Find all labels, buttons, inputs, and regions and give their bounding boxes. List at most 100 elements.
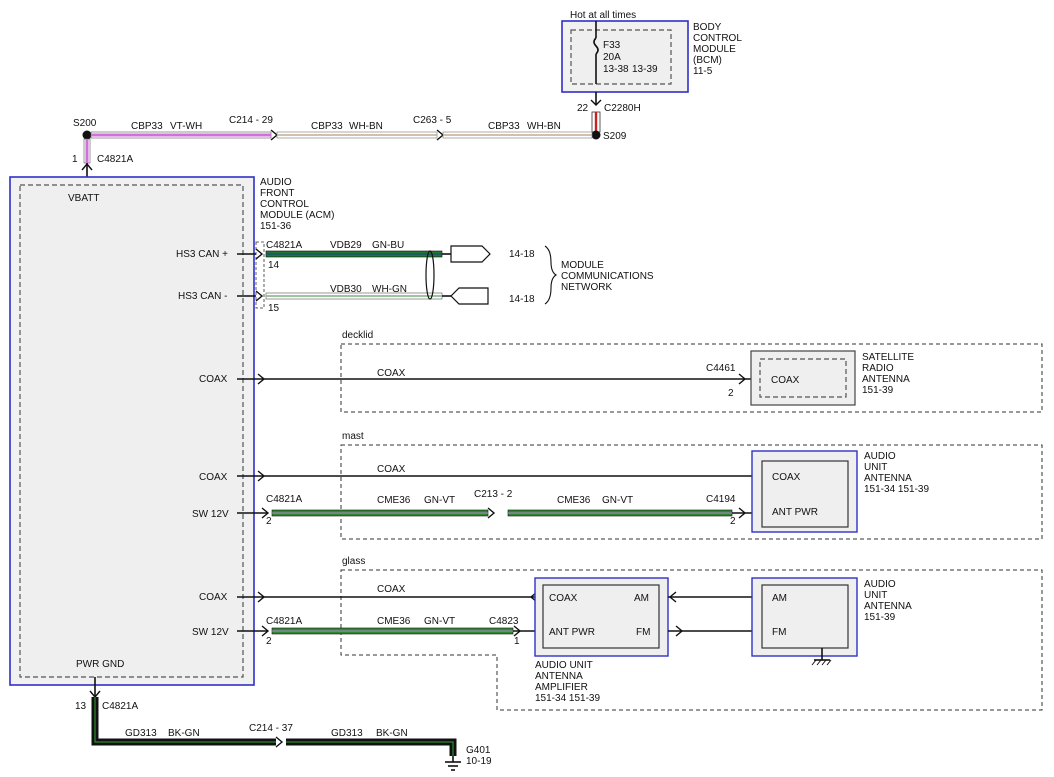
wire-gd313-2-body — [286, 738, 457, 756]
top-conn2: C263 - 5 — [413, 115, 452, 126]
acm-name-2: FRONT — [260, 188, 294, 199]
glass-zone: glass COAX C4821A 2 CME36 GN-VT C4823 1 … — [237, 556, 1043, 711]
mast-pin-right: 2 — [730, 516, 736, 527]
top-seg1-circuit: CBP33 — [131, 121, 163, 132]
top-seg2-circuit: CBP33 — [311, 121, 343, 132]
decklid-acm-arrow — [257, 373, 266, 385]
glass-pin-left: 2 — [266, 636, 272, 647]
glass-circuit: CME36 — [377, 616, 411, 627]
mast-inline-connector: C213 - 2 — [474, 489, 513, 500]
decklid-zone-label: decklid — [342, 330, 373, 341]
top-seg2-color: WH-BN — [349, 121, 383, 132]
top-seg1-color: VT-WH — [170, 121, 202, 132]
bcm-name-1: BODY — [693, 22, 722, 33]
fuse-icon — [593, 37, 599, 55]
splice-s209-label: S209 — [603, 131, 627, 142]
can-plus-circuit: VDB29 — [330, 240, 362, 251]
ground-inline-connector: C214 - 37 — [249, 723, 293, 734]
splice-s209 — [591, 130, 601, 140]
acm-name-4: MODULE (ACM) — [260, 210, 334, 221]
amplifier-name-2: ANTENNA — [535, 671, 583, 682]
glass-antenna-inner — [761, 584, 849, 649]
ground-g401-icon — [445, 756, 461, 771]
can-connector: C4821A — [266, 240, 302, 251]
acm-pin-sw12v-2: SW 12V — [192, 627, 229, 638]
acm-pin-sw12v-1: SW 12V — [192, 509, 229, 520]
glass-power-amp-arrow — [513, 625, 522, 637]
bcm-name-4: (BCM) — [693, 55, 722, 66]
ground-seg1-color: BK-GN — [168, 728, 200, 739]
network-name-3: NETWORK — [561, 282, 612, 293]
top-conn1-arrow — [270, 129, 279, 141]
decklid-zone-box — [340, 343, 1043, 413]
fuse-name: F33 — [603, 40, 621, 51]
amplifier-pin-antpwr: ANT PWR — [549, 627, 595, 638]
can-minus-arrow — [255, 290, 264, 302]
glass-power-acm-arrow — [261, 625, 270, 637]
ground-seg2-circuit: GD313 — [331, 728, 363, 739]
mast-antenna-inner — [761, 460, 849, 528]
mast-pin-left: 2 — [266, 516, 272, 527]
mast-antenna-pin-coax: COAX — [772, 472, 801, 483]
glass-coax-label: COAX — [377, 584, 406, 595]
top-conn2-arrow — [436, 129, 445, 141]
power-feed: S200 S209 CBP33 VT-WH C214 - 29 CBP33 WH… — [72, 115, 627, 179]
can-pin-plus: 14 — [268, 260, 280, 271]
acm-name-1: AUDIO — [260, 177, 292, 188]
bcm-pin: 22 — [577, 103, 589, 114]
mast-antenna-name-4: 151-34 151-39 — [864, 484, 929, 495]
mast-connector-right: C4194 — [706, 494, 736, 505]
acm-pin-coax-3: COAX — [199, 592, 228, 603]
acm-power-arrow — [81, 162, 93, 171]
bcm-name-2: CONTROL — [693, 33, 742, 44]
acm-pin-pwr-gnd: PWR GND — [76, 659, 124, 670]
acm-pin-coax-2: COAX — [199, 472, 228, 483]
amplifier-pin-am: AM — [634, 593, 649, 604]
glass-antenna-pin-fm: FM — [772, 627, 786, 638]
amplifier-name-3: AMPLIFIER — [535, 682, 588, 693]
mast-antenna-name-1: AUDIO — [864, 451, 896, 462]
acm-power-connector: C4821A — [97, 154, 133, 165]
ground-connector: C4821A — [102, 701, 138, 712]
glass-antenna-name-1: AUDIO — [864, 579, 896, 590]
can-minus-circuit: VDB30 — [330, 284, 362, 295]
mast-antenna-name-2: UNIT — [864, 462, 887, 473]
can-ref-plus: 14-18 — [509, 249, 535, 260]
glass-coax-acm-arrow — [257, 591, 266, 603]
mast-seg1-color: GN-VT — [424, 495, 455, 506]
ground-ref: 10-19 — [466, 756, 492, 767]
fuse-ref-1: 13-38 — [603, 64, 629, 75]
twisted-pair-icon — [425, 250, 435, 300]
mast-power-acm-arrow — [261, 507, 270, 519]
glass-am-amp-arrow — [668, 591, 677, 603]
ground-seg2-color: BK-GN — [376, 728, 408, 739]
bcm-connector-arrow — [590, 99, 602, 106]
bcm-fuse-box — [570, 29, 672, 85]
network-name-1: MODULE — [561, 260, 604, 271]
satellite-name-3: ANTENNA — [862, 374, 910, 385]
amplifier-pin-coax: COAX — [549, 593, 578, 604]
glass-antenna-name-2: UNIT — [864, 590, 887, 601]
glass-antenna-name-3: ANTENNA — [864, 601, 912, 612]
acm-name-5: 151-36 — [260, 221, 292, 232]
acm-pin-coax-1: COAX — [199, 374, 228, 385]
satellite-name-1: SATELLITE — [862, 352, 914, 363]
decklid-zone: decklid COAX C4461 2 COAX SATELLITE RADI… — [237, 330, 1043, 413]
can-pin-minus: 15 — [268, 303, 280, 314]
glass-antenna-pin-am: AM — [772, 593, 787, 604]
mast-connector-left: C4821A — [266, 494, 302, 505]
satellite-name-2: RADIO — [862, 363, 894, 374]
glass-antenna-name-4: 151-39 — [864, 612, 896, 623]
bcm-name-3: MODULE — [693, 44, 736, 55]
mast-seg1-circuit: CME36 — [377, 495, 411, 506]
glass-color: GN-VT — [424, 616, 455, 627]
mast-zone-label: mast — [342, 431, 364, 442]
decklid-pin: 2 — [728, 388, 734, 399]
ground-circuit: 13 C4821A GD313 BK-GN C214 - 37 GD313 BK… — [75, 677, 492, 771]
ground-pin: 13 — [75, 701, 87, 712]
amplifier-name-4: 151-34 151-39 — [535, 693, 600, 704]
mast-seg2-circuit: CME36 — [557, 495, 591, 506]
can-minus-flag — [450, 287, 489, 305]
acm-name-3: CONTROL — [260, 199, 309, 210]
ground-inline-arrow — [275, 736, 284, 748]
